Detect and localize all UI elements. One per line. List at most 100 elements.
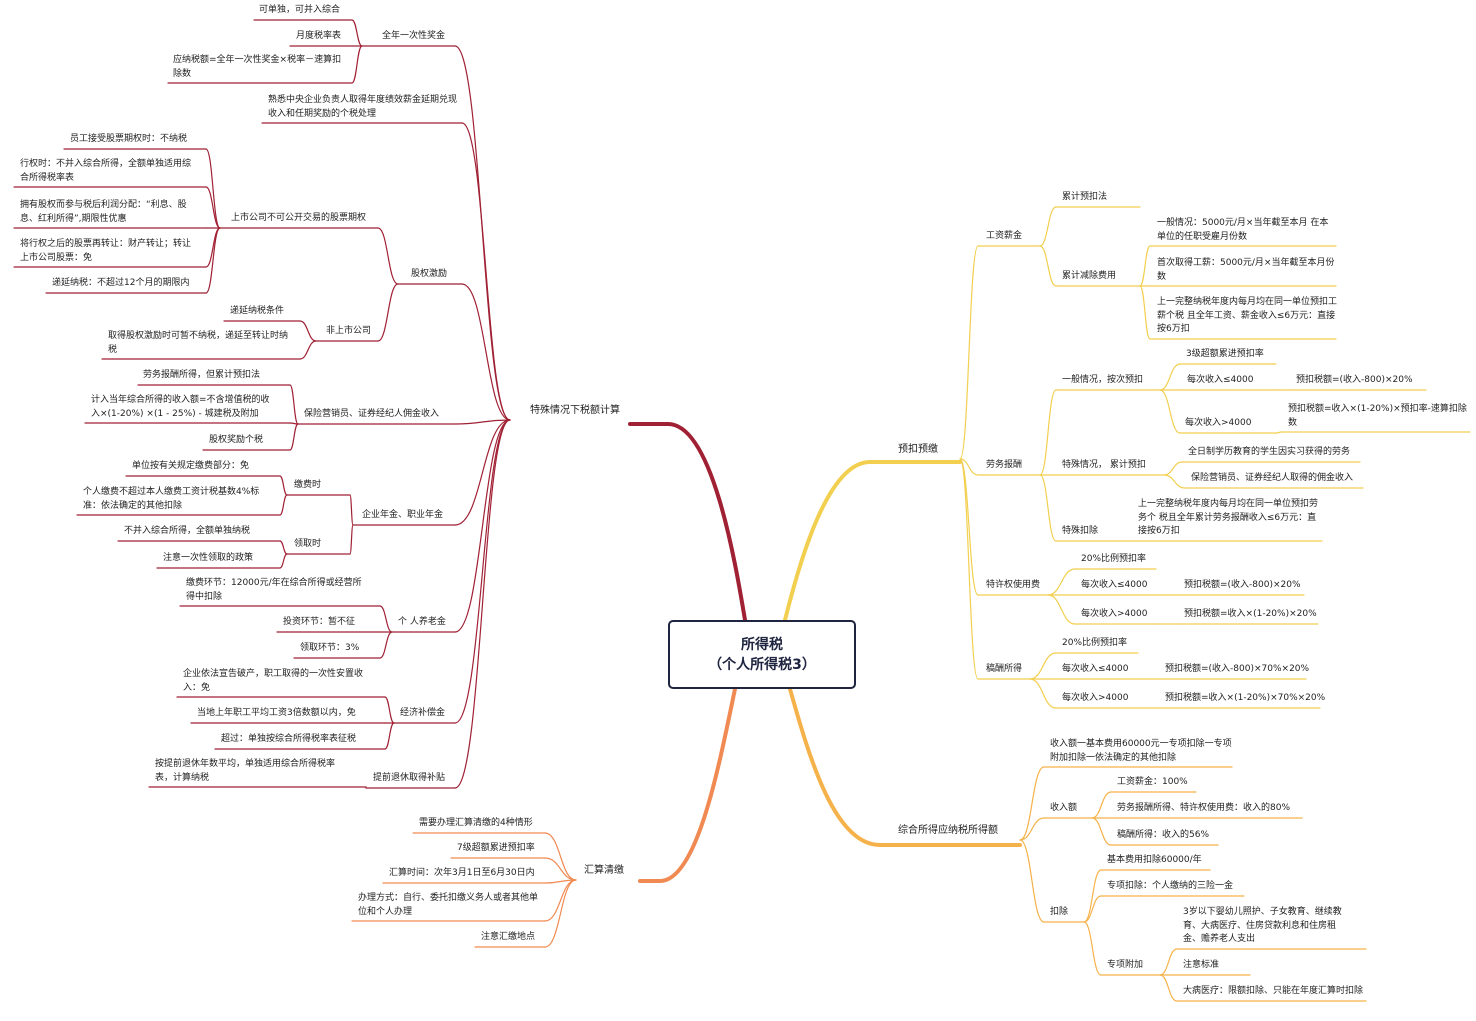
topic-comp-2[interactable]: 当地上年职工平均工资3倍数额以内，免 [197, 708, 356, 718]
topic-unlisted-1[interactable]: 递延纳税条件 [230, 306, 285, 316]
topic-special[interactable]: 特殊情况下税额计算 [530, 405, 620, 416]
topic-listed[interactable]: 上市公司不可公开交易的股票期权 [231, 213, 367, 223]
topic-royalty-2[interactable]: 每次收入≤4000 [1081, 580, 1148, 590]
topic-annuity-pay-2[interactable]: 个人缴费不超过本人缴费工资计税基数4%标准：依法确定的其他扣除 [83, 487, 260, 511]
branch-line-comprehensive [788, 687, 1022, 847]
topic-listed-1[interactable]: 员工接受股票期权时：不纳税 [70, 134, 188, 144]
topic-labor[interactable]: 劳务报酬 [986, 460, 1023, 470]
topic-settle-5[interactable]: 注意汇缴地点 [481, 932, 536, 942]
connector-labor-gen [1039, 389, 1057, 476]
topic-comp-formula[interactable]: 收入额一基本费用60000元一专项扣除一专项 附加扣除一依法确定的其他扣除 [1050, 739, 1232, 763]
topic-labor-spec-2[interactable]: 保险营销员、证券经纪人取得的佣金收入 [1191, 473, 1354, 483]
topic-salary-ded[interactable]: 累计减除费用 [1062, 271, 1117, 281]
topic-labor-gen-2[interactable]: 每次收入≤4000 [1187, 375, 1254, 385]
topic-labor-gen-3[interactable]: 每次收入>4000 [1185, 418, 1252, 428]
topic-labor-gen-2a[interactable]: 预扣税额=(收入-800)×20% [1296, 375, 1413, 385]
connector-annuity-pay-1 [279, 475, 288, 496]
connector-insurance-1 [289, 384, 299, 425]
topic-labor-gen-3a[interactable]: 预扣税额=收入×(1-20%)×预扣率-速算扣除数 [1288, 404, 1467, 428]
topic-annuity-pay[interactable]: 缴费时 [294, 480, 322, 490]
topic-bonus-monthly[interactable]: 月度税率表 [296, 31, 342, 41]
topic-settlement[interactable]: 汇算清缴 [584, 865, 624, 876]
branch-line-prepay [783, 460, 962, 622]
topic-annuity-get[interactable]: 领取时 [294, 539, 322, 549]
topic-pension-3[interactable]: 领取环节：3% [300, 643, 360, 653]
topic-labor-spec-1[interactable]: 全日制学历教育的学生因实习获得的劳务 [1188, 447, 1351, 457]
topic-salary[interactable]: 工资薪金 [986, 231, 1023, 241]
topic-pension-2[interactable]: 投资环节：暂不征 [283, 617, 356, 627]
topic-unlisted-2[interactable]: 取得股权激励时可暂不纳税，递延至转让时纳税 [108, 331, 289, 355]
topic-royalty-1[interactable]: 20%比例预扣率 [1081, 554, 1147, 564]
topic-deduct-2[interactable]: 专项扣除：个人缴纳的三险一金 [1107, 881, 1234, 891]
topic-settle-4[interactable]: 办理方式：自行、委托扣缴义务人或者其他单位和个人办理 [358, 893, 539, 917]
topic-income[interactable]: 收入额 [1050, 803, 1078, 813]
topic-salary-ded-1[interactable]: 一般情况：5000元/月×当年截至本月 在本单位的任职受雇月份数 [1157, 218, 1329, 242]
connector-insurance [454, 419, 511, 425]
topic-remun-2a[interactable]: 预扣税额=(收入-800)×70%×20% [1165, 664, 1310, 674]
topic-insurance-1[interactable]: 劳务报酬所得，但累计预扣法 [143, 370, 261, 380]
topic-early[interactable]: 提前退休取得补贴 [373, 773, 446, 783]
topic-pension[interactable]: 个 人养老金 [398, 617, 446, 627]
topic-royalty-3[interactable]: 每次收入>4000 [1081, 609, 1148, 619]
topic-remun-2[interactable]: 每次收入≤4000 [1062, 664, 1129, 674]
topic-insurance[interactable]: 保险营销员、证券经纪人佣金收入 [304, 409, 440, 419]
connector-deduct-3 [1083, 921, 1102, 976]
topic-income-1[interactable]: 工资薪金：100% [1117, 777, 1188, 787]
topic-royalty[interactable]: 特许权使用费 [986, 580, 1041, 590]
connector-royalty-3 [1047, 594, 1076, 625]
topic-remun-1[interactable]: 20%比例预扣率 [1062, 638, 1128, 648]
topic-listed-5[interactable]: 递延纳税：不超过12个月的期限内 [52, 278, 190, 288]
topic-annuity[interactable]: 企业年金、职业年金 [362, 510, 444, 520]
topic-pension-1[interactable]: 缴费环节：12000元/年在综合所得或经营所得中扣除 [186, 578, 362, 602]
topic-deduct-3b[interactable]: 注意标准 [1183, 960, 1220, 970]
topic-labor-gen-1[interactable]: 3级超额累进预扣率 [1186, 349, 1264, 359]
topic-annual-bonus[interactable]: 全年一次性奖金 [382, 31, 446, 41]
topic-income-3[interactable]: 稿酬所得：收入的56% [1117, 830, 1210, 840]
topic-central-ent[interactable]: 熟悉中央企业负责人取得年度绩效薪金延期兑现收入和任期奖励的个税处理 [268, 95, 458, 119]
topic-deduct[interactable]: 扣除 [1050, 907, 1069, 917]
topic-listed-2[interactable]: 行权时：不并入综合所得，全额单独适用综合所得税率表 [20, 159, 192, 183]
topic-bonus-formula[interactable]: 应纳税额=全年一次性奖金×税率－速算扣除数 [173, 55, 342, 79]
topic-annuity-get-2[interactable]: 注意一次性领取的政策 [163, 553, 254, 563]
connector-royalty-1 [1047, 568, 1076, 596]
topic-settle-1[interactable]: 需要办理汇算清缴的4种情形 [419, 818, 533, 828]
topic-comprehensive[interactable]: 综合所得应纳税所得额 [898, 825, 998, 836]
topic-income-2[interactable]: 劳务报酬所得、特许权使用费：收入的80% [1117, 803, 1291, 813]
topic-insurance-3[interactable]: 股权奖励个税 [209, 435, 264, 445]
topic-royalty-2a[interactable]: 预扣税额=(收入-800)×20% [1184, 580, 1301, 590]
topic-bonus-single[interactable]: 可单独，可并入综合 [259, 5, 341, 15]
topic-listed-3[interactable]: 拥有股权而参与税后利润分配：“利息、股息、红利所得”,期限性优惠 [20, 200, 187, 224]
topic-insurance-2[interactable]: 计入当年综合所得的收入额=不含增值税的收入×(1-20%) ×(1 - 25%)… [91, 395, 270, 419]
topic-labor-gen[interactable]: 一般情况，按次预扣 [1062, 375, 1144, 385]
topic-unlisted[interactable]: 非上市公司 [326, 326, 372, 336]
topic-salary-ded-3[interactable]: 上一完整纳税年度内每月均在同一单位预扣工薪个税 且全年工资、薪金收入≤6万元：直… [1157, 297, 1338, 334]
topic-labor-spec[interactable]: 特殊情况， 累计预扣 [1062, 460, 1146, 470]
topic-annuity-pay-1[interactable]: 单位按有关规定缴费部分：免 [132, 461, 250, 471]
topic-remun-3a[interactable]: 预扣税额=收入×(1-20%)×70%×20% [1165, 693, 1326, 703]
topic-early-1[interactable]: 按提前退休年数平均，单独适用综合所得税率表，计算纳税 [155, 759, 336, 783]
connector-comp-3 [384, 722, 395, 750]
root-subtitle: （个人所得税3） [708, 656, 816, 673]
topic-annuity-get-1[interactable]: 不并入综合所得，全额单独纳税 [124, 526, 251, 536]
connector-salary-ded-3 [1139, 285, 1151, 340]
topic-deduct-3c[interactable]: 大病医疗：限额扣除、只能在年度汇算时扣除 [1183, 986, 1364, 996]
topic-comp-3[interactable]: 超过：单独按综合所得税率表征税 [221, 734, 357, 744]
topic-equity[interactable]: 股权激励 [411, 269, 448, 279]
topic-salary-ded-2[interactable]: 首次取得工薪：5000元/月×当年截至本月份数 [1157, 258, 1335, 282]
topic-prepay[interactable]: 预扣预缴 [898, 444, 938, 455]
topic-deduct-3[interactable]: 专项附加 [1107, 960, 1144, 970]
topic-comp-1[interactable]: 企业依法宣告破产，职工取得的一次性安置收入：免 [183, 669, 364, 693]
topic-labor-ded[interactable]: 特殊扣除 [1062, 526, 1099, 536]
topic-salary-cum[interactable]: 累计预扣法 [1062, 192, 1108, 202]
topic-listed-4[interactable]: 将行权之后的股票再转让：财产转让；转让上市公司股票：免 [20, 239, 192, 263]
topic-royalty-3a[interactable]: 预扣税额=收入×(1-20%)×20% [1184, 609, 1317, 619]
topic-labor-ded-1[interactable]: 上一完整纳税年度内每月均在同一单位预扣劳务个 税且全年累计劳务报酬收入≤6万元：… [1138, 499, 1319, 536]
topic-compensation[interactable]: 经济补偿金 [400, 708, 446, 718]
topic-deduct-1[interactable]: 基本费用扣除60000/年 [1107, 855, 1202, 865]
topic-settle-3[interactable]: 汇算时间：次年3月1日至6月30日内 [389, 868, 535, 878]
topic-remun-3[interactable]: 每次收入>4000 [1062, 693, 1129, 703]
topic-remun[interactable]: 稿酬所得 [986, 664, 1023, 674]
topic-settle-2[interactable]: 7级超额累进预扣率 [457, 843, 535, 853]
topic-deduct-3a[interactable]: 3岁以下婴幼儿照护、子女教育、继续教育、大病医疗、住房贷款利息和住房租金、赡养老… [1183, 907, 1342, 944]
root-topic[interactable]: 所得税 （个人所得税3） [668, 620, 856, 689]
